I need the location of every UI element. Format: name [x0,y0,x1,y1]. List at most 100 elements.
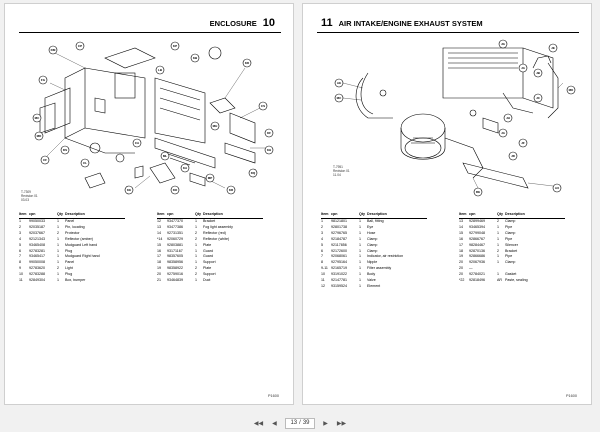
svg-text:MC: MC [337,96,342,100]
svg-text:DO: DO [173,188,178,192]
cell-item: 21 [157,278,161,282]
cell-item: 9-11 [321,266,328,271]
first-page-icon[interactable]: ◀◀ [253,420,264,427]
previous-page-icon[interactable]: ◀ [272,420,277,427]
page-right: 11 AIR INTAKE/ENGINE EXHAUST SYSTEM [302,3,592,405]
cell-qty: 1 [497,224,499,229]
figure-revision: Revision 01 [333,168,350,173]
cell-cpn: 93465394 [469,224,485,229]
cell-item: 4 [19,236,21,241]
cell-description: Box, bumper [65,278,86,282]
cell-cpn: 92184787 [331,236,347,241]
cell-qty: 1 [497,272,499,277]
cell-item: 11 [321,278,325,282]
svg-text:JH: JH [506,116,510,120]
section-number: 11 [321,17,333,29]
svg-text:KA: KA [183,166,188,170]
cell-item: 12 [157,219,161,224]
cell-description: Clamp [505,230,516,235]
figure-date: 11.04 [333,172,341,177]
current-page[interactable]: 13 [290,420,298,426]
cell-item: 6 [321,248,323,253]
cell-qty [497,267,505,271]
cell-cpn: 92068061 [331,254,347,259]
cell-cpn: 93477386 [167,224,183,229]
figure-ref: T-7309 [21,190,31,194]
column-header-description: Description [367,212,387,216]
cell-description: Panel [65,260,75,265]
svg-text:MK: MK [569,88,574,92]
cell-description: Body [367,272,376,277]
cell-item: 13 [459,219,463,224]
cell-description: Clamp [367,242,378,247]
cell-description: Support [203,260,216,265]
cell-item: *22 [459,278,465,282]
cell-description: Clamp [505,219,516,224]
cell-cpn: 92147781 [331,278,347,282]
cell-cpn: 92035187 [29,224,45,229]
cell-description: Plug [65,272,73,277]
column-header-item: Item [321,212,329,216]
cell-qty: 2 [497,219,499,224]
cell-qty: 1 [57,224,59,229]
svg-text:DM: DM [51,48,56,52]
cell-description: Eye [367,224,374,229]
svg-text:MC: MC [35,116,40,120]
svg-text:KB: KB [193,56,198,60]
cell-item: 12 [321,283,325,288]
page-separator: / [299,420,301,426]
cell-qty: 1 [359,278,361,282]
cell-cpn: 98358922 [167,266,183,271]
cell-item: 7 [321,254,323,259]
header-rule [317,32,579,33]
cell-item: 5 [321,242,323,247]
cell-cpn: 92121343 [29,236,45,241]
cell-description: Clamp [505,260,516,265]
cell-qty: 2 [195,272,197,277]
cell-qty: 1 [359,219,361,224]
column-header-cpn: cpn [167,212,174,216]
cell-description: Reflector (red) [203,230,226,235]
svg-text:JA: JA [501,131,506,135]
cell-item: 14 [157,230,161,235]
total-pages: 39 [302,420,310,426]
page-indicator[interactable]: 13 / 39 [285,417,315,429]
cell-item: 8 [321,260,323,265]
svg-text:CL: CL [83,161,87,165]
column-header-item: Item [459,212,467,216]
section-header-right: 11 AIR INTAKE/ENGINE EXHAUST SYSTEM [321,16,483,30]
column-header-qty: Qty [195,212,201,216]
cell-item: 11 [19,278,23,282]
column-header-qty: Qty [359,212,365,216]
last-page-icon[interactable]: ▶▶ [336,420,347,427]
next-page-icon[interactable]: ▶ [323,420,328,427]
cell-description [505,267,565,271]
cell-description: Reflector (white) [203,236,230,241]
cell-cpn: 92801738 [331,224,347,229]
cell-item: 17 [157,254,161,259]
cell-description: Clamp [367,236,378,241]
cell-description: Plate [203,266,212,271]
cell-cpn: 92866767 [469,236,485,241]
cell-qty: 1 [57,248,59,253]
cell-qty: 1 [195,219,197,224]
svg-text:AX: AX [555,186,559,190]
cell-item: 20 [459,272,463,277]
cell-item: 13 [157,224,161,229]
cell-cpn: 93465408 [29,242,45,247]
